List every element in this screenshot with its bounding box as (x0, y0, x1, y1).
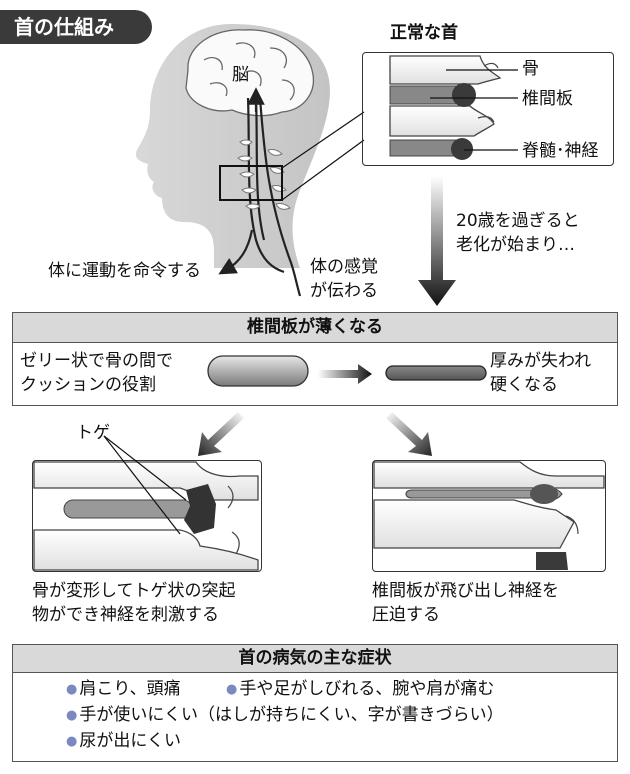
spur-label: トゲ (76, 423, 110, 443)
herniation-caption-1: 椎間板が飛び出し神経を (372, 581, 559, 601)
symptom-item: 尿が出にくい (66, 730, 181, 754)
spur-caption-1: 骨が変形してトゲ状の突起 (32, 581, 236, 601)
brain-shape (185, 29, 314, 117)
spinal-nerve-label: 脊髄･神経 (522, 141, 599, 161)
herniation-case-panel (372, 460, 606, 572)
thin-disc (385, 365, 487, 381)
zoom-box (219, 165, 283, 201)
brain-label: 脳 (232, 65, 249, 85)
figure-title: 首の仕組み (0, 10, 152, 44)
spur-case-panel (32, 460, 262, 572)
herniation-caption-2: 圧迫する (372, 605, 440, 625)
thinning-left-1: ゼリー状で骨の間で (20, 351, 173, 371)
thinning-title: 椎間板が薄くなる (13, 313, 617, 343)
symptoms-title: 首の病気の主な症状 (13, 645, 617, 673)
motor-label: 体に運動を命令する (48, 261, 201, 281)
thinning-section: 椎間板が薄くなる (12, 312, 618, 406)
healthy-disc (207, 355, 309, 387)
nerve-compressed (184, 484, 216, 534)
normal-neck-title: 正常な首 (390, 23, 458, 43)
thinning-right-2: 硬くなる (490, 375, 558, 395)
sensory-label-1: 体の感覚 (310, 257, 378, 277)
aging-label-1: 20歳を過ぎると (456, 211, 580, 231)
spur-caption-2: 物ができ神経を刺激する (32, 605, 219, 625)
symptom-item: 手が使いにくい（はしが持ちにくい、字が書きづらい） (66, 704, 503, 728)
aging-label-2: 老化が始まり… (456, 235, 575, 255)
cervical-spine (237, 139, 291, 210)
symptom-item: 手や足がしびれる、腕や肩が痛む (226, 678, 494, 702)
normal-neck-panel (362, 52, 614, 166)
disc-label: 椎間板 (522, 89, 573, 109)
sensory-label-2: が伝わる (310, 281, 378, 301)
bone-label: 骨 (522, 59, 539, 79)
thinning-right-1: 厚みが失われ (490, 351, 592, 371)
thinning-left-2: クッションの役割 (20, 375, 156, 395)
symptom-item: 肩こり、頭痛 (66, 678, 180, 702)
